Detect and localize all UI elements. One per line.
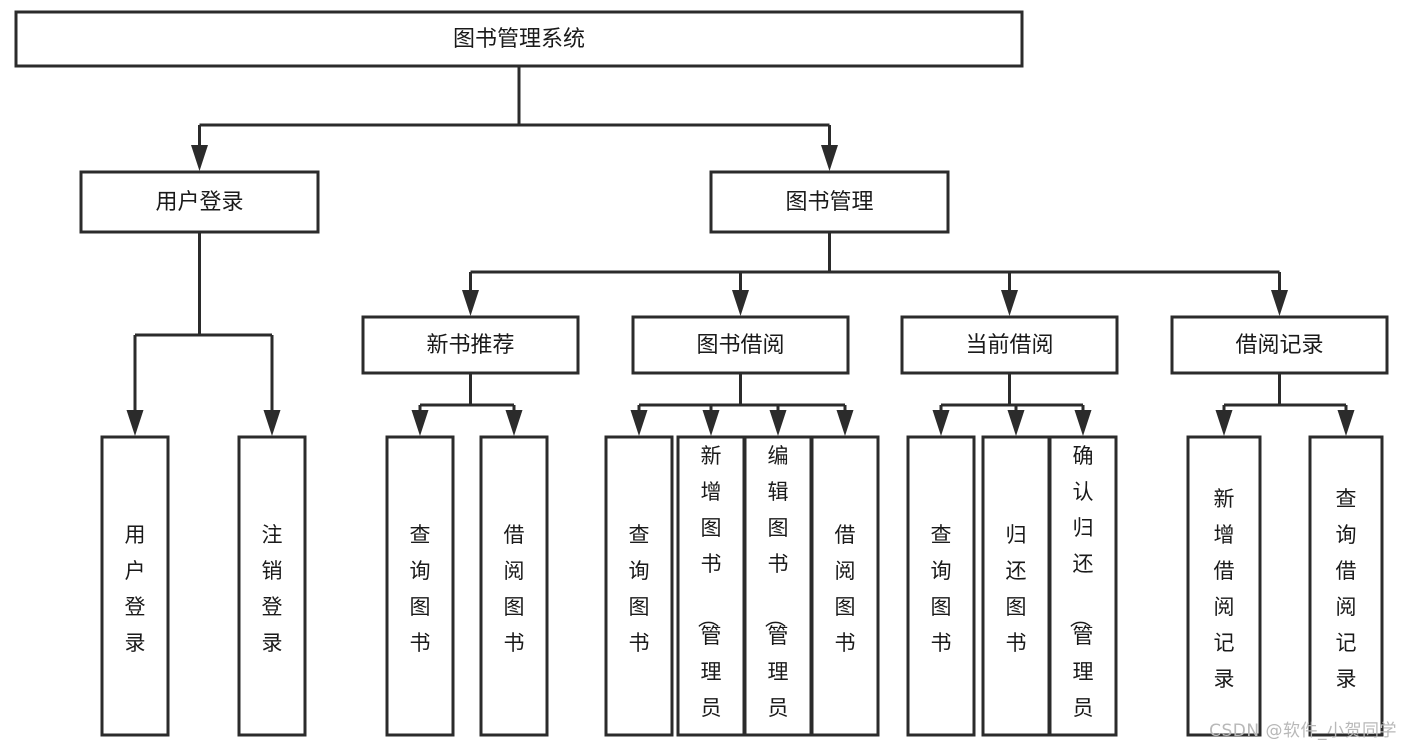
node-leaf-borrow-book-1[interactable]: 借阅图书 [479,435,549,737]
node-label-leaf-edit-book: 编辑图书（管理员） [763,444,789,747]
node-user-login[interactable]: 用户登录 [79,170,320,234]
node-box-leaf-query-book-3 [906,435,976,737]
node-box-leaf-edit-book [743,435,813,737]
arrow-head-icon [1271,290,1288,316]
node-label-leaf-borrow-book-1: 借阅图书 [504,523,525,655]
node-leaf-query-book-3[interactable]: 查询图书 [906,435,976,737]
arrow-head-icon [1215,410,1233,436]
node-book-borrow[interactable]: 图书借阅 [631,315,850,375]
node-box-new-book-recommend [361,315,580,375]
node-label-book-borrow: 图书借阅 [696,333,784,358]
node-label-borrow-record: 借阅记录 [1235,333,1323,358]
node-box-user-login [79,170,320,234]
node-leaf-add-book[interactable]: 新增图书（管理员） [676,435,746,747]
arrow-head-icon [1074,410,1092,436]
node-leaf-query-borrow-record[interactable]: 查询借阅记录 [1308,435,1384,737]
node-label-leaf-query-book-3: 查询图书 [931,523,952,655]
arrow-head-icon [1337,410,1355,436]
node-label-leaf-query-book-1: 查询图书 [410,523,431,655]
node-borrow-record[interactable]: 借阅记录 [1170,315,1389,375]
node-label-leaf-add-book: 新增图书（管理员） [696,444,722,747]
node-label-leaf-user-login: 用户登录 [125,523,146,655]
node-box-leaf-query-book-1 [385,435,455,737]
node-box-leaf-confirm-return [1048,435,1118,737]
node-label-book-manage: 图书管理 [785,190,873,215]
node-current-borrow[interactable]: 当前借阅 [900,315,1119,375]
node-label-leaf-borrow-book-2: 借阅图书 [835,523,856,655]
node-box-leaf-logout-login [237,435,307,737]
node-leaf-logout-login[interactable]: 注销登录 [237,435,307,737]
node-leaf-query-book-2[interactable]: 查询图书 [604,435,674,737]
node-box-current-borrow [900,315,1119,375]
arrow-head-icon [836,410,854,436]
arrow-head-icon [462,290,479,316]
node-root[interactable]: 图书管理系统 [14,10,1024,68]
arrow-head-icon [932,410,950,436]
node-box-book-manage [709,170,950,234]
arrow-head-icon [411,410,429,436]
node-book-manage[interactable]: 图书管理 [709,170,950,234]
node-box-root [14,10,1024,68]
node-label-user-login: 用户登录 [155,190,243,215]
arrow-head-icon [732,290,749,316]
node-label-new-book-recommend: 新书推荐 [426,333,514,358]
node-label-leaf-query-borrow-record: 查询借阅记录 [1336,487,1357,691]
arrow-head-icon [126,410,144,436]
arrow-head-icon [821,145,838,171]
node-box-leaf-user-login [100,435,170,737]
arrow-head-icon [1001,290,1018,316]
node-leaf-user-login[interactable]: 用户登录 [100,435,170,737]
arrow-head-icon [702,410,720,436]
arrow-head-icon [769,410,787,436]
arrow-head-icon [505,410,523,436]
connectors-layer [126,66,1355,436]
node-leaf-edit-book[interactable]: 编辑图书（管理员） [743,435,813,747]
node-label-current-borrow: 当前借阅 [965,333,1053,358]
node-label-root: 图书管理系统 [453,27,585,52]
node-box-leaf-query-borrow-record [1308,435,1384,737]
node-leaf-return-book[interactable]: 归还图书 [981,435,1051,737]
node-box-leaf-query-book-2 [604,435,674,737]
nodes-layer: 图书管理系统用户登录图书管理新书推荐图书借阅当前借阅借阅记录用户登录注销登录查询… [14,10,1389,747]
arrow-head-icon [191,145,208,171]
node-box-leaf-return-book [981,435,1051,737]
node-box-leaf-borrow-book-2 [810,435,880,737]
node-box-book-borrow [631,315,850,375]
node-label-leaf-confirm-return: 确认归还（管理员） [1068,444,1094,747]
node-label-leaf-add-borrow-record: 新增借阅记录 [1214,487,1235,691]
node-label-leaf-logout-login: 注销登录 [262,523,283,655]
node-new-book-recommend[interactable]: 新书推荐 [361,315,580,375]
node-leaf-confirm-return[interactable]: 确认归还（管理员） [1048,435,1118,747]
node-box-leaf-add-borrow-record [1186,435,1262,737]
node-leaf-query-book-1[interactable]: 查询图书 [385,435,455,737]
arrow-head-icon [263,410,281,436]
arrow-head-icon [630,410,648,436]
node-leaf-borrow-book-2[interactable]: 借阅图书 [810,435,880,737]
node-box-leaf-borrow-book-1 [479,435,549,737]
node-label-leaf-return-book: 归还图书 [1006,523,1027,655]
node-label-leaf-query-book-2: 查询图书 [629,523,650,655]
node-box-borrow-record [1170,315,1389,375]
node-leaf-add-borrow-record[interactable]: 新增借阅记录 [1186,435,1262,737]
node-box-leaf-add-book [676,435,746,737]
arrow-head-icon [1007,410,1025,436]
